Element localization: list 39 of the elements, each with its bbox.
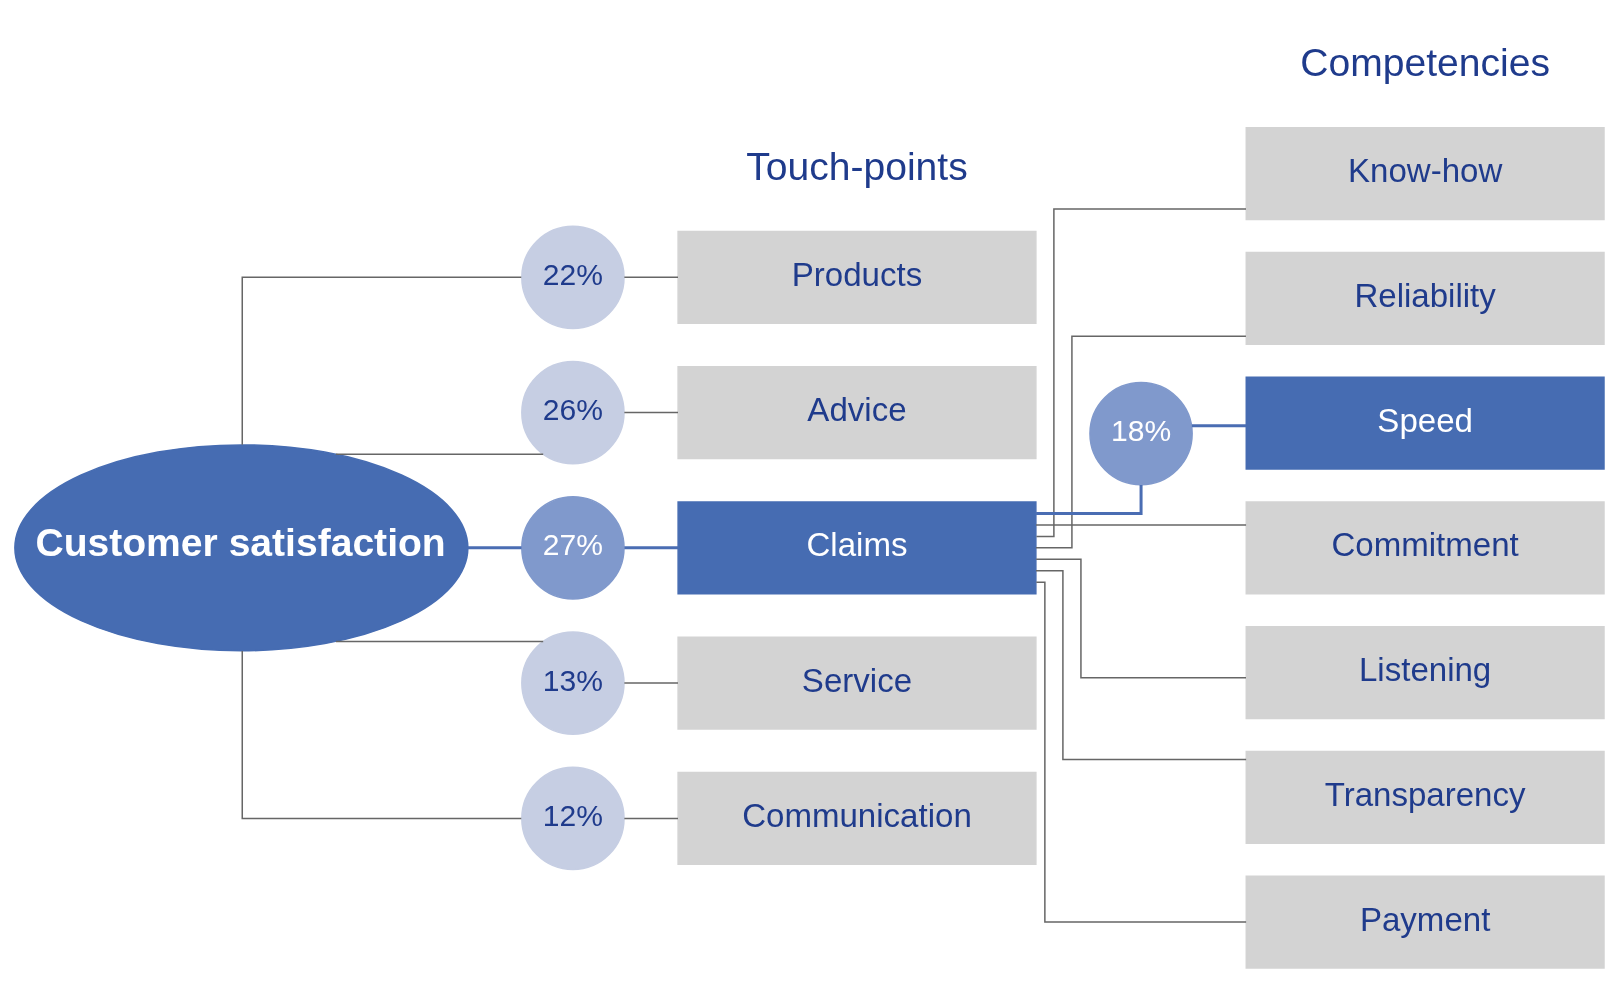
node-box: Reliability [1245,251,1605,345]
connector [623,411,679,413]
connector [1035,484,1143,515]
node-box: Commitment [1245,500,1605,594]
label: Touch-points [745,144,968,188]
node-box: Advice [676,365,1037,459]
connector [623,276,679,278]
node-box: Products [676,230,1037,324]
connector [334,453,544,455]
connector [623,545,678,549]
connector [1191,423,1246,427]
connector [1034,335,1247,549]
node-box: Speed [1245,376,1605,470]
connector [241,276,522,446]
connector [1034,523,1247,526]
connector [241,649,522,819]
connector [467,545,521,549]
node-circle: 12% [520,766,625,870]
node-box: Service [676,636,1037,730]
node-box: Transparency [1245,750,1605,844]
connector [623,817,679,819]
node-box: Know-how [1245,126,1605,220]
node-circle: 26% [520,360,625,464]
node-box: Payment [1245,875,1605,969]
connector [1035,207,1247,537]
node-circle: 18% [1088,381,1193,485]
node-circle: 22% [520,224,625,329]
connector [623,681,679,684]
connector [1035,581,1247,923]
node-ellipse: Customer satisfaction [13,443,469,652]
node-box: Communication [676,771,1037,865]
node-box: Listening [1245,625,1605,719]
node-box: Claims [676,500,1037,594]
connector [1034,558,1247,679]
connector [334,640,544,642]
label: Competencies [1299,40,1550,84]
connector [1034,569,1247,760]
node-circle: 13% [520,630,625,735]
node-circle: 27% [520,495,625,600]
